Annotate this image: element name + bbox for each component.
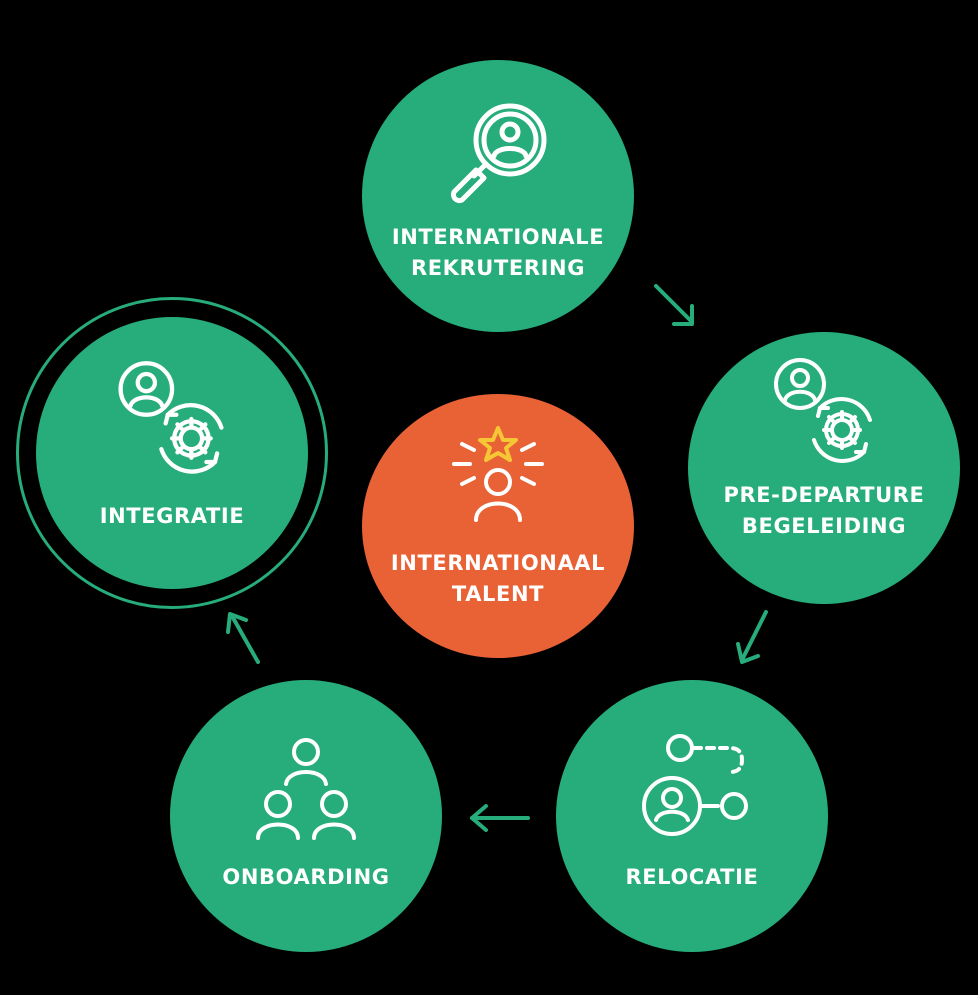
center-talent: INTERNATIONAAL TALENT <box>362 394 634 658</box>
step-relocatie-label: RELOCATIE <box>625 865 759 889</box>
person-gear-cycle-icon <box>118 361 224 474</box>
step-predeparture: PRE-DEPARTURE BEGELEIDING <box>688 332 960 604</box>
magnifier-person-icon <box>450 103 547 204</box>
step-onboarding: ONBOARDING <box>170 680 442 952</box>
center-talent-label: INTERNATIONAAL TALENT <box>390 551 606 606</box>
step-rekrutering: INTERNATIONALE REKRUTERING <box>362 60 634 332</box>
arrow-rekrutering-to-predeparture <box>654 284 694 326</box>
step-relocatie: RELOCATIE <box>556 680 828 952</box>
person-route-icon <box>642 734 748 836</box>
person-gear-icon <box>774 358 872 463</box>
team-group-icon <box>256 738 356 840</box>
arrow-relocatie-to-onboarding <box>470 804 530 832</box>
step-integratie: INTEGRATIE <box>36 317 308 589</box>
arrow-onboarding-to-integratie <box>226 612 260 664</box>
talent-star-person-icon <box>452 426 544 522</box>
step-onboarding-label: ONBOARDING <box>222 865 390 889</box>
step-predeparture-label: PRE-DEPARTURE BEGELEIDING <box>723 483 925 538</box>
arrow-predeparture-to-relocatie <box>736 610 768 664</box>
step-integratie-ring <box>16 297 328 609</box>
step-rekrutering-label: INTERNATIONALE REKRUTERING <box>391 225 605 280</box>
step-integratie-label: INTEGRATIE <box>99 504 245 528</box>
